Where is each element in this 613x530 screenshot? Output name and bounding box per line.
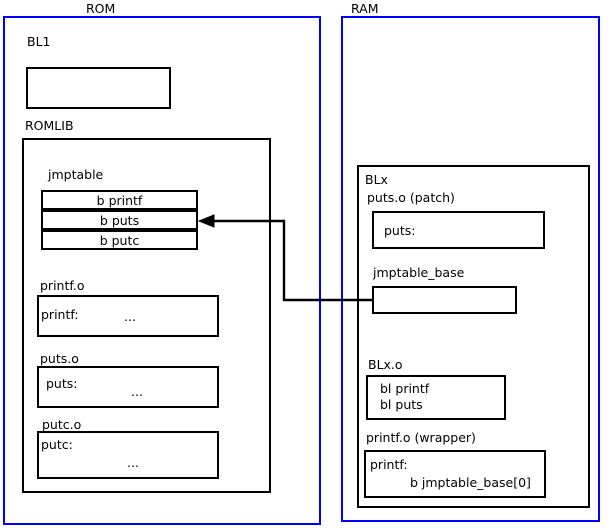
blx-o-label: BLx.o xyxy=(368,357,403,372)
bl1-box xyxy=(26,67,171,109)
wrapper-box: printf: b jmptable_base[0] xyxy=(364,450,546,498)
blx-patch-label: puts.o (patch) xyxy=(367,190,455,205)
romlib-object-2-symbol: putc: xyxy=(41,437,73,452)
wrapper-branch: b jmptable_base[0] xyxy=(410,475,531,490)
blx-o-line-1: bl printf xyxy=(380,381,430,396)
jmptable-base-label: jmptable_base xyxy=(373,265,465,280)
jmptable-label: jmptable xyxy=(48,167,104,182)
romlib-label: ROMLIB xyxy=(25,118,74,133)
blx-o-line-2: bl puts xyxy=(380,397,423,412)
romlib-object-0-symbol: printf: xyxy=(41,307,79,322)
blx-o-box: bl printf bl puts xyxy=(366,375,506,420)
romlib-object-2-body: ... xyxy=(127,455,139,470)
jmptable-entry-2: b putc xyxy=(41,230,198,250)
blx-label: BLx xyxy=(365,172,388,187)
romlib-object-1-label: puts.o xyxy=(40,351,79,366)
wrapper-label: printf.o (wrapper) xyxy=(366,430,476,445)
jmptable-entry-1: b puts xyxy=(41,210,198,230)
jmptable-base-box xyxy=(372,286,517,314)
blx-patch-box: puts: xyxy=(372,211,545,249)
blx-patch-symbol: puts: xyxy=(384,223,416,238)
romlib-object-2-box: putc: ... xyxy=(37,431,219,479)
jmptable-entry-0: b printf xyxy=(41,190,198,210)
romlib-object-2-label: putc.o xyxy=(42,417,82,432)
romlib-object-0-body: ... xyxy=(124,309,136,324)
wrapper-symbol: printf: xyxy=(370,457,408,472)
ram-region-label: RAM xyxy=(351,1,379,16)
romlib-object-1-symbol: puts: xyxy=(46,376,78,391)
bl1-label: BL1 xyxy=(27,34,51,49)
romlib-object-0-box: printf: ... xyxy=(37,295,219,337)
romlib-object-1-box: puts: ... xyxy=(37,366,219,408)
rom-region-label: ROM xyxy=(86,1,116,16)
romlib-object-0-label: printf.o xyxy=(40,278,85,293)
romlib-object-1-body: ... xyxy=(131,384,143,399)
